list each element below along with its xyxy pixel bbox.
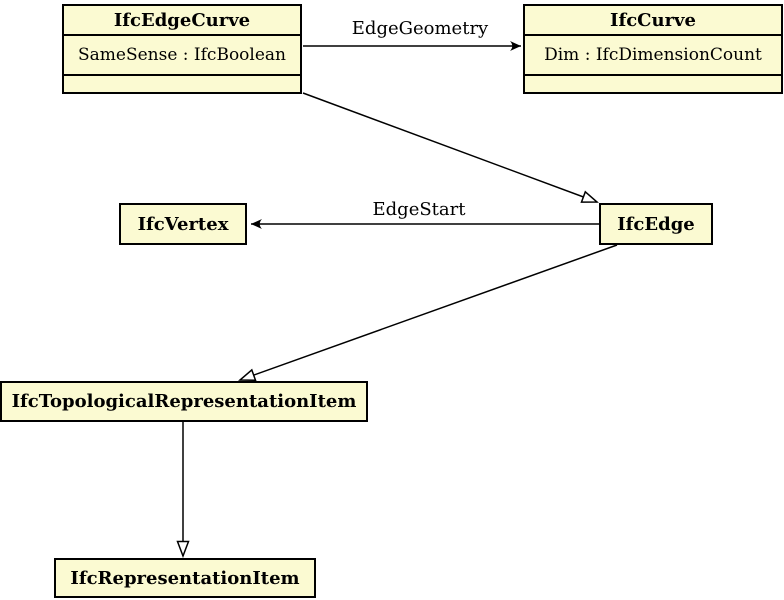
class-ifc-representation-item[interactable]: IfcRepresentationItem [54,558,316,598]
class-ifc-edge-curve-empty-compartment [64,74,300,92]
class-ifc-curve-title: IfcCurve [610,9,696,31]
class-ifc-vertex[interactable]: IfcVertex [119,203,247,245]
class-ifc-edge-title: IfcEdge [617,213,695,235]
generalization-edgecurve-to-edge-line [302,92,597,202]
class-ifc-vertex-title: IfcVertex [137,213,229,235]
class-ifc-curve-attribute: Dim : IfcDimensionCount [525,34,781,74]
class-ifc-edge-curve-title: IfcEdgeCurve [113,9,251,31]
association-label-edge-geometry: EdgeGeometry [351,18,489,39]
class-ifc-topological-representation-item-title: IfcTopologicalRepresentationItem [11,391,357,412]
class-ifc-topological-representation-item[interactable]: IfcTopologicalRepresentationItem [0,381,368,422]
class-ifc-curve[interactable]: IfcCurve Dim : IfcDimensionCount [523,4,783,94]
class-ifc-edge-curve[interactable]: IfcEdgeCurve SameSense : IfcBoolean [62,4,302,94]
association-label-edge-start: EdgeStart [372,199,466,220]
class-ifc-representation-item-title: IfcRepresentationItem [70,567,300,589]
generalization-edge-to-topological-line [240,244,618,380]
class-ifc-edge[interactable]: IfcEdge [599,203,713,245]
class-ifc-curve-empty-compartment [525,74,781,92]
class-ifc-edge-curve-attribute: SameSense : IfcBoolean [64,34,300,74]
